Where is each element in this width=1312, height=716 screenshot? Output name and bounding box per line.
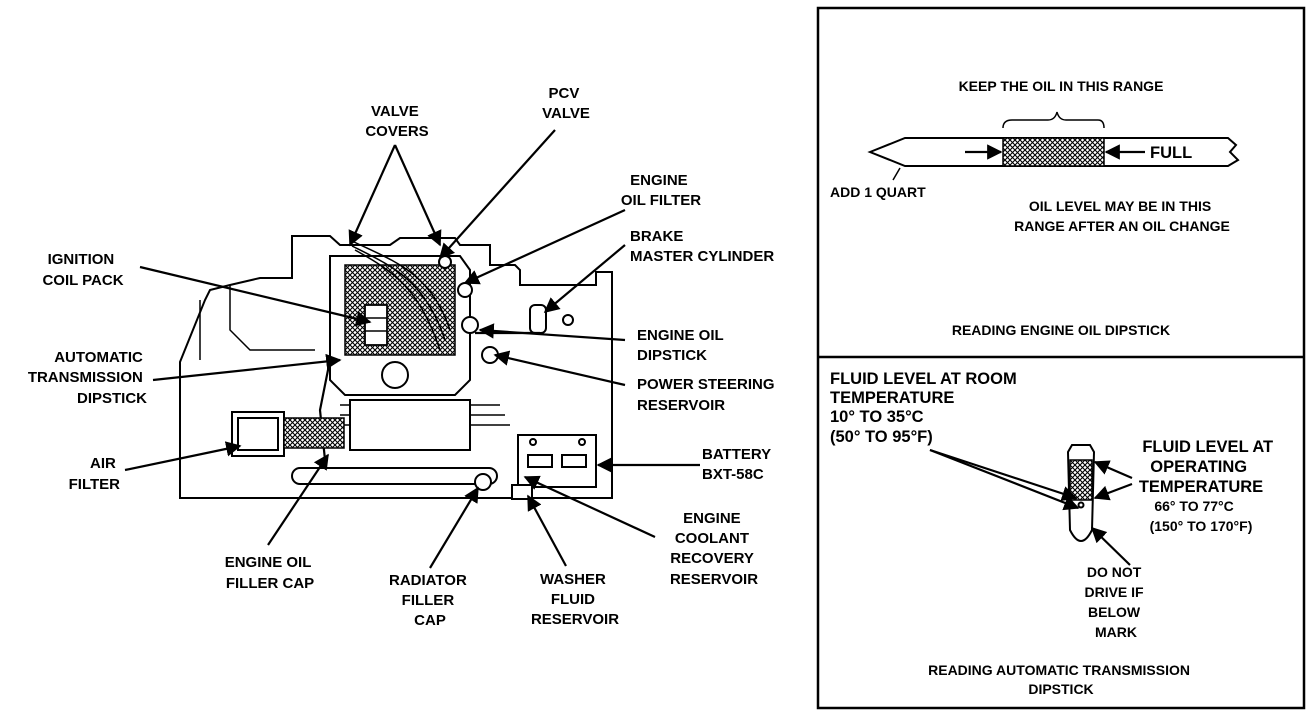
oil-full-label: FULL xyxy=(1150,144,1192,162)
brake-master-cylinder xyxy=(529,304,547,334)
radiator xyxy=(291,467,498,485)
oil-add-quart-label: ADD 1 QUART xyxy=(830,184,926,200)
oil-dipstick-hatch xyxy=(1002,137,1105,167)
oil-panel-caption: READING ENGINE OIL DIPSTICK xyxy=(952,322,1170,338)
oil-after-change-label: OIL LEVEL MAY BE IN THIS RANGE AFTER AN … xyxy=(1014,198,1230,234)
label-engine-oil-filter: ENGINE OIL FILTER xyxy=(621,172,701,209)
label-radiator-filler-cap: RADIATOR FILLER CAP xyxy=(389,572,471,629)
leader-lines xyxy=(124,129,700,569)
oil-dipstick-panel: KEEP THE OIL IN THIS RANGE FULL ADD 1 QU… xyxy=(830,78,1240,338)
label-brake-master-cylinder: BRAKE MASTER CYLINDER xyxy=(630,228,774,265)
label-automatic-transmission-dipstick: AUTOMATIC TRANSMISSION DIPSTICK xyxy=(28,349,147,407)
trans-operating-range-label: 66° TO 77°C (150° TO 170°F) xyxy=(1150,498,1253,534)
trans-room-temp-label: FLUID LEVEL AT ROOM TEMPERATURE 10° TO 3… xyxy=(830,370,1021,446)
valve-cover xyxy=(344,264,456,356)
label-engine-oil-filler-cap: ENGINE OIL FILLER CAP xyxy=(225,554,316,592)
label-ignition-coil-pack: IGNITION COIL PACK xyxy=(42,251,123,289)
oil-keep-range-text: KEEP THE OIL IN THIS RANGE xyxy=(959,78,1164,94)
label-air-filter: AIR FILTER xyxy=(69,455,121,493)
transmission-dipstick-panel: FLUID LEVEL AT ROOM TEMPERATURE 10° TO 3… xyxy=(830,370,1278,697)
label-pcv-valve: PCV VALVE xyxy=(542,85,590,122)
label-power-steering-reservoir: POWER STEERING RESERVOIR xyxy=(637,376,779,414)
label-engine-coolant-recovery-reservoir: ENGINE COOLANT RECOVERY RESERVOIR xyxy=(670,510,758,588)
coil-pack xyxy=(364,304,388,346)
trans-dipstick-hatch xyxy=(1069,459,1093,501)
trans-do-not-drive-label: DO NOT DRIVE IF BELOW MARK xyxy=(1084,564,1147,640)
label-valve-covers: VALVE COVERS xyxy=(365,103,428,140)
trans-panel-caption: READING AUTOMATIC TRANSMISSION DIPSTICK xyxy=(928,662,1194,697)
label-battery: BATTERY BXT-58C xyxy=(702,446,775,483)
label-engine-oil-dipstick: ENGINE OIL DIPSTICK xyxy=(637,327,728,364)
label-washer-fluid-reservoir: WASHER FLUID RESERVOIR xyxy=(531,571,619,628)
trans-operating-temp-label: FLUID LEVEL AT OPERATING TEMPERATURE xyxy=(1139,438,1278,496)
